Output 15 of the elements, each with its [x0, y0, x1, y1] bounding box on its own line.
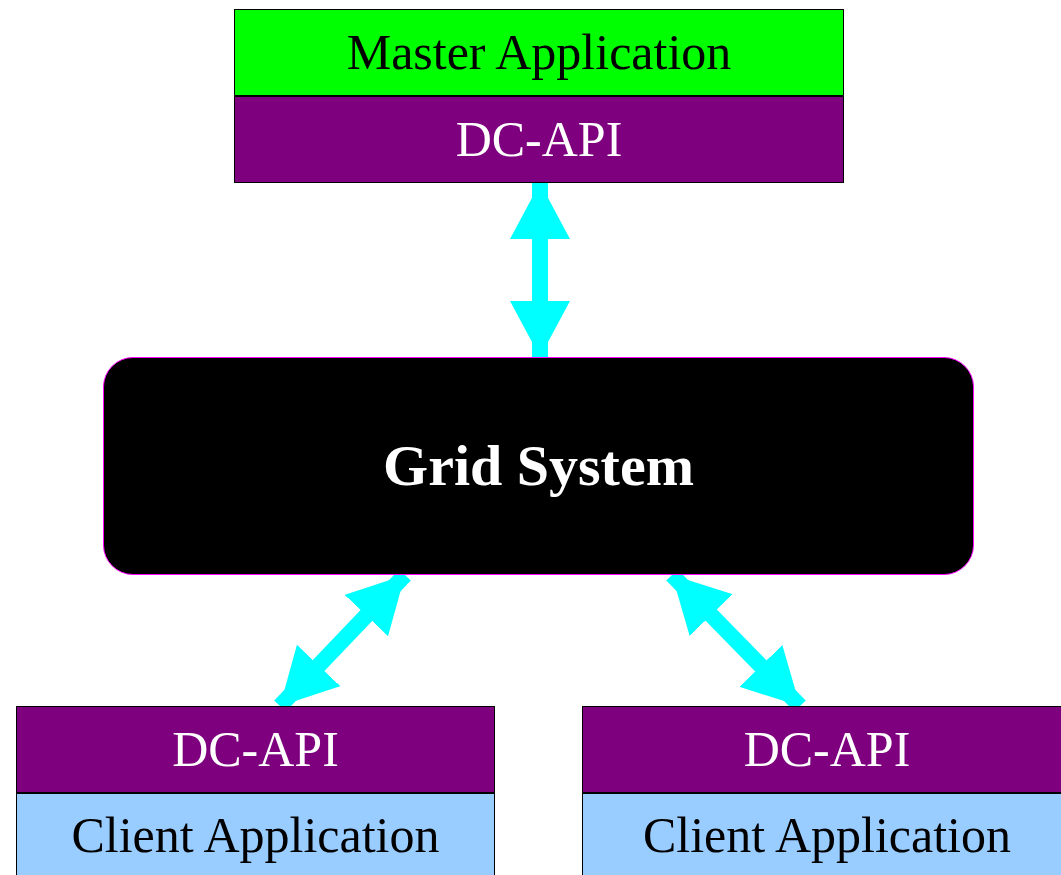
grid-system-label: Grid System: [383, 434, 694, 498]
api-label: DC-API: [455, 112, 623, 167]
api-layer-box: [16, 706, 495, 793]
grid-system-box: [103, 357, 974, 575]
application-label: Client Application: [71, 808, 440, 863]
double-headed-arrow: [510, 183, 570, 357]
api-label: DC-API: [172, 722, 339, 777]
api-layer-box: [234, 96, 844, 183]
application-box: [582, 793, 1061, 875]
application-box: [234, 9, 844, 96]
application-label: Client Application: [643, 808, 1011, 863]
application-box: [16, 793, 495, 875]
api-layer-box: [582, 706, 1061, 793]
application-label: Master Application: [346, 25, 732, 80]
api-label: DC-API: [743, 722, 911, 777]
